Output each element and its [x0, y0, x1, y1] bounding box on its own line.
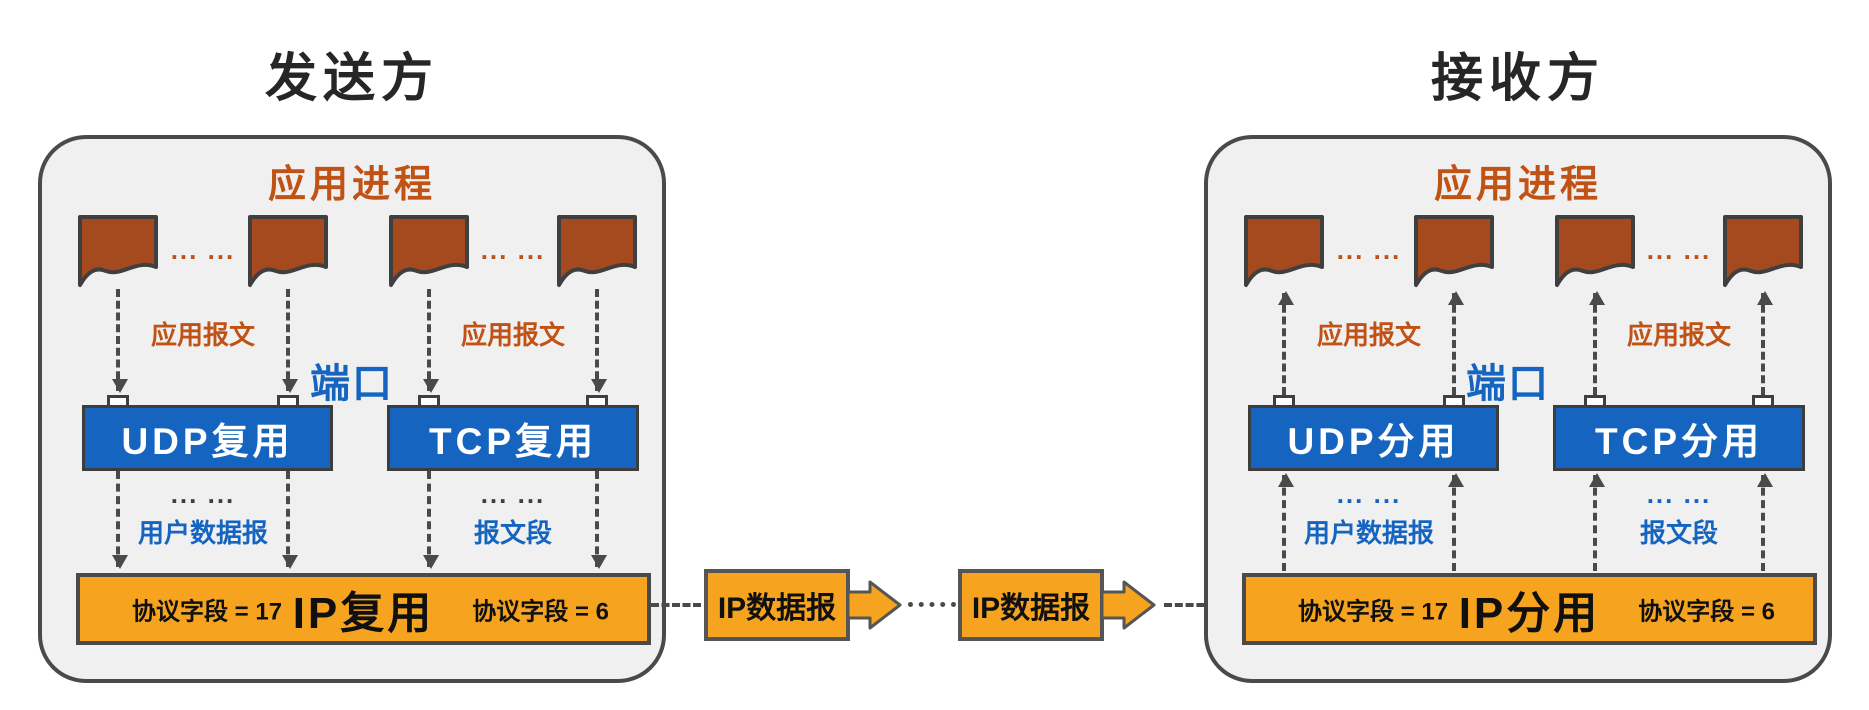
- udp-mux-box: UDP复用: [82, 405, 333, 471]
- port-label: 端口: [310, 362, 394, 406]
- document-icon: [1717, 211, 1809, 291]
- dashed-arrow-down: [423, 289, 439, 393]
- dashed-arrow-up: [1278, 473, 1294, 571]
- document-icon: [551, 211, 643, 291]
- receiver-title: 接收方: [1430, 50, 1605, 108]
- dashed-arrow-up: [1448, 473, 1464, 571]
- dashed-arrow-down: [423, 471, 439, 569]
- protocol-field-tcp: 协议字段 = 6: [472, 598, 609, 626]
- ellipsis-dots: ... ...: [1646, 479, 1712, 509]
- app-message-label: 应用报文: [1626, 320, 1731, 350]
- dashed-arrow-up: [1757, 473, 1773, 571]
- ellipsis-dots: ... ...: [1336, 479, 1402, 509]
- ip-datagram-box: IP数据报: [704, 569, 850, 641]
- dashed-arrow-down: [591, 289, 607, 393]
- dashed-arrow-up: [1448, 291, 1464, 395]
- ellipsis-dots: ... ...: [1336, 235, 1402, 265]
- document-icon: [1238, 211, 1330, 291]
- ellipsis-dots: ... ...: [480, 479, 546, 509]
- protocol-field-udp: 协议字段 = 17: [132, 598, 283, 626]
- ellipsis-dots: ... ...: [1646, 235, 1712, 265]
- ip-demux-label: IP分用: [1458, 589, 1601, 638]
- udp-output-label: 用户数据报: [1303, 518, 1434, 548]
- block-arrow-icon: [846, 579, 904, 636]
- dashed-arrow-down: [591, 471, 607, 569]
- ip-mux-box: 协议字段 = 17 IP复用 协议字段 = 6: [76, 573, 651, 645]
- dashed-arrow-up: [1589, 473, 1605, 571]
- sender-app-process-label: 应用进程: [267, 164, 436, 206]
- receiver-app-process-label: 应用进程: [1433, 164, 1602, 206]
- document-icon: [72, 211, 164, 291]
- document-icon: [242, 211, 334, 291]
- dashed-arrow-up: [1757, 291, 1773, 395]
- block-arrow-icon: [1100, 579, 1158, 636]
- udp-demux-box: UDP分用: [1248, 405, 1499, 471]
- receiver-panel: 应用进程 ... ... ... ... 应用报文 应用报文 端口 UDP分用: [1204, 135, 1832, 683]
- dotted-link: [908, 602, 956, 607]
- dashed-arrow-up: [1278, 291, 1294, 395]
- protocol-field-udp: 协议字段 = 17: [1298, 598, 1449, 626]
- ellipsis-dots: ... ...: [170, 479, 236, 509]
- dashed-link: [651, 603, 701, 607]
- sender-title: 发送方: [264, 50, 439, 108]
- document-icon: [1549, 211, 1641, 291]
- document-icon: [1408, 211, 1500, 291]
- document-icon: [383, 211, 475, 291]
- tcp-output-label: 报文段: [1639, 518, 1718, 548]
- protocol-field-tcp: 协议字段 = 6: [1638, 598, 1775, 626]
- sender-panel: 应用进程 ... ... ... ... 应用报文 应用报文 端口 UDP复用: [38, 135, 666, 683]
- app-message-label: 应用报文: [1316, 320, 1421, 350]
- dashed-arrow-down: [282, 471, 298, 569]
- ip-demux-box: 协议字段 = 17 IP分用 协议字段 = 6: [1242, 573, 1817, 645]
- app-message-label: 应用报文: [460, 320, 565, 350]
- port-label: 端口: [1466, 362, 1550, 406]
- tcp-output-label: 报文段: [473, 518, 552, 548]
- ip-datagram-box: IP数据报: [958, 569, 1104, 641]
- udp-output-label: 用户数据报: [137, 518, 268, 548]
- ip-mux-label: IP复用: [292, 589, 435, 638]
- tcp-mux-box: TCP复用: [387, 405, 639, 471]
- dashed-arrow-down: [112, 289, 128, 393]
- dashed-arrow-down: [112, 471, 128, 569]
- app-message-label: 应用报文: [150, 320, 255, 350]
- ellipsis-dots: ... ...: [170, 235, 236, 265]
- tcp-demux-box: TCP分用: [1553, 405, 1805, 471]
- ellipsis-dots: ... ...: [480, 235, 546, 265]
- dashed-arrow-down: [282, 289, 298, 393]
- dashed-arrow-up: [1589, 291, 1605, 395]
